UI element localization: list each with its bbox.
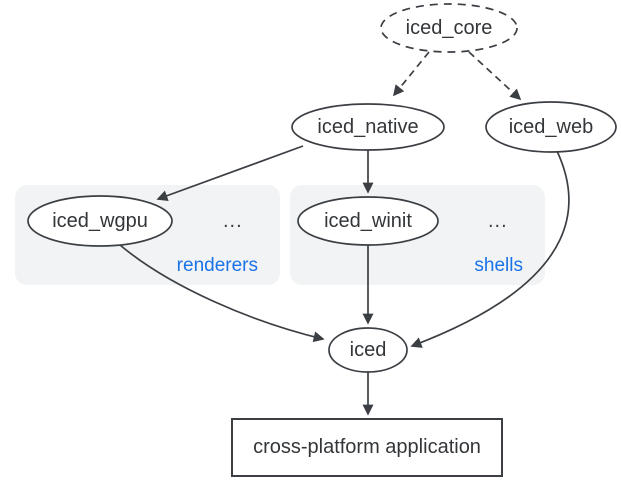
node-label-iced: iced bbox=[349, 338, 387, 361]
edge-iced-web-to-iced bbox=[410, 150, 570, 348]
node-label-app: cross-platform application bbox=[253, 436, 481, 458]
node-label-iced-web: iced_web bbox=[508, 115, 594, 138]
group-label-shells: shells bbox=[474, 255, 523, 276]
node-label-iced-winit: iced_winit bbox=[324, 209, 412, 232]
edge-iced-core-to-iced-native bbox=[392, 51, 430, 97]
edge-iced-core-to-iced-web bbox=[468, 51, 522, 101]
node-shape-iced bbox=[328, 327, 408, 373]
node-shape-iced-web bbox=[485, 101, 617, 153]
node-shape-iced-core bbox=[380, 3, 518, 53]
node-label-iced-core: iced_core bbox=[405, 16, 493, 39]
group-label-renderers: renderers bbox=[176, 255, 258, 276]
node-label-iced-native: iced_native bbox=[317, 115, 419, 138]
edge-iced-native-to-iced-wgpu bbox=[156, 145, 304, 201]
renderers-ellipsis: ... bbox=[223, 210, 243, 232]
node-label-iced-wgpu: iced_wgpu bbox=[52, 209, 148, 232]
node-shape-iced-native bbox=[291, 103, 445, 151]
shells-ellipsis: ... bbox=[488, 210, 508, 232]
node-shape-iced-wgpu bbox=[27, 195, 173, 247]
node-shape-app bbox=[231, 418, 503, 477]
edge-iced-wgpu-to-iced bbox=[119, 244, 325, 343]
node-shape-iced-winit bbox=[297, 196, 439, 246]
